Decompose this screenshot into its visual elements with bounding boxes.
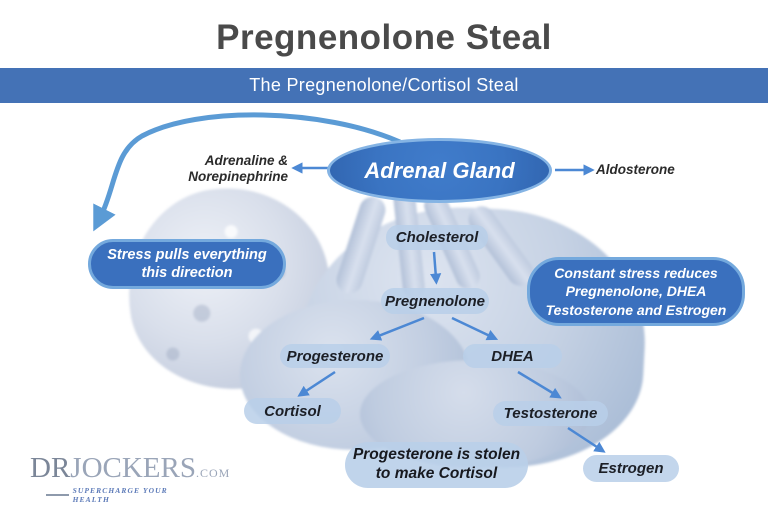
aldosterone-label: Aldosterone (596, 162, 675, 177)
progesterone-stolen-note: Progesterone is stolen to make Cortisol (345, 442, 528, 488)
testosterone-node: Testosterone (493, 401, 608, 426)
logo-rule (46, 494, 69, 496)
cholesterol-node: Cholesterol (386, 225, 488, 250)
drjockers-logo: DrJockers.com SUPERCHARGE YOUR HEALTH (30, 452, 229, 504)
logo-jockers-text: Jockers (70, 452, 196, 484)
estrogen-node: Estrogen (583, 455, 679, 482)
arrow-testosterone-to-estrogen (567, 426, 606, 453)
adrenal-gland-label: Adrenal Gland (364, 157, 515, 183)
adrenaline-label: Adrenaline & Norepinephrine (188, 153, 288, 184)
arrow-cholesterol-to-pregnenolone (430, 251, 442, 285)
constant-stress-callout: Constant stress reduces Pregnenolone, DH… (527, 257, 745, 326)
dhea-node: DHEA (463, 344, 562, 368)
progesterone-node: Progesterone (280, 344, 390, 368)
arrow-pregnenolone-to-progesterone (369, 316, 425, 341)
adrenal-gland-node: Adrenal Gland (327, 138, 552, 203)
logo-tagline: SUPERCHARGE YOUR HEALTH (72, 486, 168, 504)
arrow-progesterone-to-cortisol (297, 370, 336, 397)
stress-direction-curve-arrow (93, 112, 401, 232)
logo-com-text: .com (196, 466, 231, 480)
arrow-pregnenolone-to-dhea (451, 316, 499, 341)
logo-dr-text: Dr (30, 452, 71, 484)
subtitle-banner: The Pregnenolone/Cortisol Steal (0, 68, 768, 103)
stress-callout: Stress pulls everything this direction (88, 239, 286, 289)
subtitle-banner-label: The Pregnenolone/Cortisol Steal (249, 75, 519, 95)
cortisol-node: Cortisol (244, 398, 341, 424)
page-title: Pregnenolone Steal (216, 18, 552, 57)
pregnenolone-node: Pregnenolone (381, 288, 489, 314)
arrow-dhea-to-testosterone (517, 370, 562, 399)
